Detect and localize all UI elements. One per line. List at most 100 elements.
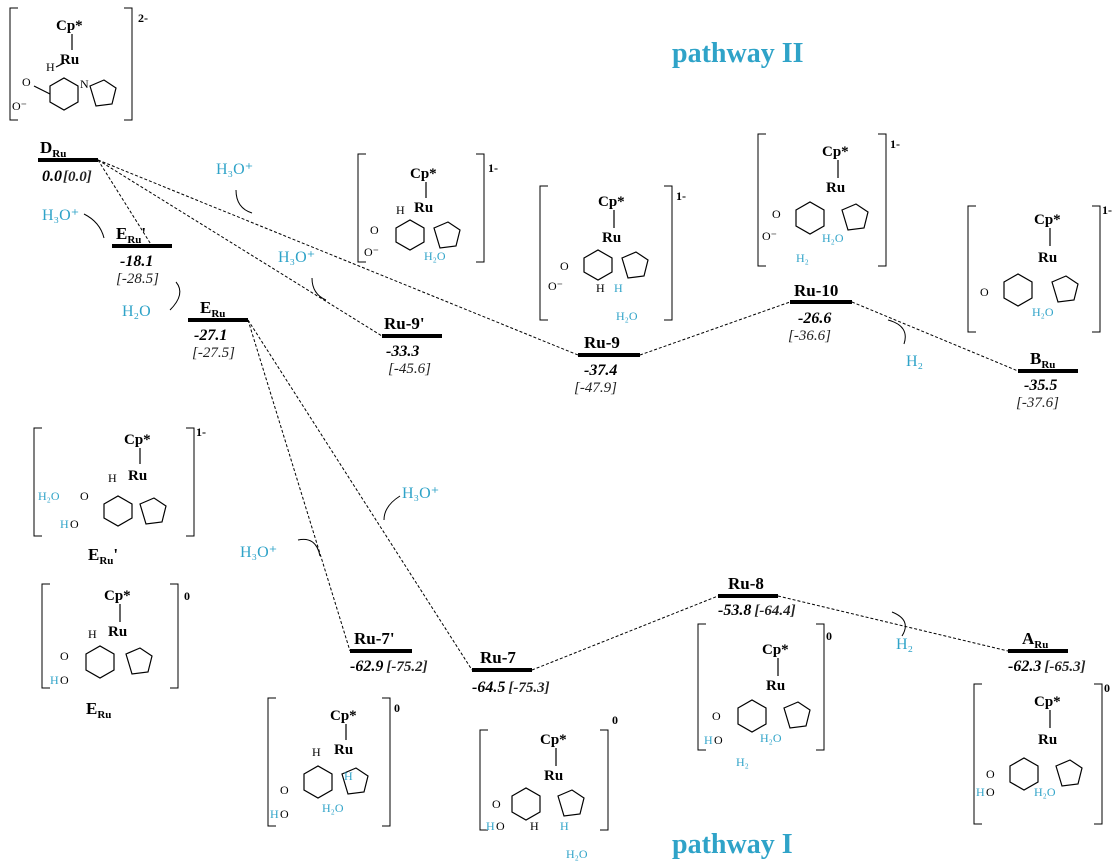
svg-text:H: H	[50, 673, 59, 687]
svg-text:1-: 1-	[196, 425, 206, 439]
svg-text:H: H	[704, 733, 713, 747]
connector-D-R9	[97, 159, 579, 356]
energy-Ep-2: [-28.5]	[116, 271, 159, 287]
pathway-i-title: pathway I	[672, 829, 793, 860]
svg-text:O: O	[980, 285, 989, 299]
svg-text:H: H	[108, 471, 117, 485]
label-R8: Ru-8	[728, 574, 764, 593]
label-D: DRu	[40, 138, 66, 160]
svg-text:Cp*: Cp*	[56, 18, 83, 34]
svg-text:Ru: Ru	[1038, 250, 1057, 266]
svg-text:Ru: Ru	[108, 624, 127, 640]
energy-R10: -26.6	[798, 310, 831, 327]
energy-R9: -37.4	[584, 362, 617, 379]
label-B: BRu	[1030, 349, 1055, 371]
svg-text:H₂: H₂	[736, 755, 749, 769]
svg-text:1-: 1-	[1102, 203, 1112, 217]
svg-text:H: H	[560, 819, 569, 833]
energy-A: -62.3[-65.3]	[1008, 658, 1086, 675]
reagent-h2-1: H₂	[906, 353, 923, 370]
svg-text:Ru: Ru	[414, 200, 433, 216]
svg-text:O: O	[80, 489, 89, 503]
connector-R8-A	[777, 595, 1009, 652]
svg-text:Ru: Ru	[1038, 732, 1057, 748]
energy-R9p-2: [-45.6]	[388, 361, 431, 377]
connector-R9-R10	[639, 301, 791, 356]
svg-text:O: O	[492, 797, 501, 811]
molecule-R8: 0 Cp* Ru O H O H₂O H₂	[697, 623, 832, 769]
reagent-h3o-2: H₃O⁺	[42, 207, 79, 224]
svg-text:O: O	[772, 207, 781, 221]
svg-text:H: H	[396, 203, 405, 217]
svg-text:H: H	[312, 745, 321, 759]
molecule-R7: 0 Cp* Ru O H O H H H₂O	[479, 713, 618, 861]
molecule-D: 2- Cp* Ru H N O O⁻	[9, 7, 148, 121]
caption-Ep: ERu'	[88, 545, 118, 567]
svg-text:O⁻: O⁻	[12, 99, 27, 113]
svg-text:H: H	[344, 769, 353, 783]
svg-text:Ru: Ru	[334, 742, 353, 758]
energy-R9-2: [-47.9]	[574, 380, 617, 396]
svg-text:Cp*: Cp*	[124, 432, 151, 448]
svg-text:1-: 1-	[488, 161, 498, 175]
energy-R7: -64.5[-75.3]	[472, 679, 550, 696]
energy-R10-2: [-36.6]	[788, 328, 831, 344]
reagent-h2o-1: H₂O	[122, 303, 151, 320]
svg-text:H₂O: H₂O	[322, 801, 344, 815]
molecule-R9p: 1- Cp* Ru H O O⁻ H₂O	[357, 153, 498, 263]
svg-text:H₂O: H₂O	[1034, 785, 1056, 799]
svg-text:H: H	[60, 517, 69, 531]
svg-text:0: 0	[612, 713, 618, 727]
svg-text:0: 0	[184, 589, 190, 603]
svg-text:Cp*: Cp*	[762, 642, 789, 658]
molecule-R10: 1- Cp* Ru O O⁻ H₂O H₂	[757, 133, 900, 267]
svg-text:H: H	[596, 281, 605, 295]
arrow-6	[383, 495, 401, 521]
svg-text:N: N	[80, 77, 89, 91]
energy-R8: -53.8[-64.4]	[718, 602, 796, 619]
svg-text:Cp*: Cp*	[822, 144, 849, 160]
svg-text:2-: 2-	[138, 11, 148, 25]
reagent-h3o-1: H₃O⁺	[216, 161, 253, 178]
arrow-3	[169, 281, 181, 311]
connector-D-R9p	[97, 159, 383, 337]
svg-text:H: H	[530, 819, 539, 833]
svg-text:Cp*: Cp*	[598, 194, 625, 210]
energy-Ep: -18.1	[120, 253, 153, 270]
label-R9p: Ru-9'	[384, 314, 425, 333]
svg-text:H₂O: H₂O	[424, 249, 446, 263]
arrow-7	[297, 538, 321, 557]
energy-R7p: -62.9[-75.2]	[350, 658, 428, 675]
caption-E: ERu	[86, 699, 111, 721]
svg-text:O: O	[60, 649, 69, 663]
svg-text:H₂O: H₂O	[760, 731, 782, 745]
svg-text:Cp*: Cp*	[1034, 694, 1061, 710]
svg-text:H₂O: H₂O	[1032, 305, 1054, 319]
label-R7: Ru-7	[480, 648, 516, 667]
svg-text:O: O	[370, 223, 379, 237]
pathway-ii-title: pathway II	[672, 38, 803, 69]
svg-text:Cp*: Cp*	[410, 166, 437, 182]
svg-text:O: O	[714, 733, 723, 747]
svg-text:Ru: Ru	[128, 468, 147, 484]
svg-text:O: O	[986, 785, 995, 799]
label-R7p: Ru-7'	[354, 629, 395, 648]
label-R9: Ru-9	[584, 333, 620, 352]
connector-R7-R8	[531, 595, 719, 671]
svg-text:0: 0	[1104, 681, 1110, 695]
molecule-R9: 1- Cp* Ru O O⁻ H H H₂O	[539, 185, 686, 323]
arrow-4	[311, 277, 327, 301]
svg-text:Cp*: Cp*	[330, 708, 357, 724]
svg-text:O: O	[22, 75, 31, 89]
svg-text:H₂O: H₂O	[566, 847, 588, 861]
svg-text:Cp*: Cp*	[1034, 212, 1061, 228]
svg-text:Ru: Ru	[766, 678, 785, 694]
svg-text:O⁻: O⁻	[762, 229, 777, 243]
svg-text:Ru: Ru	[544, 768, 563, 784]
molecule-Ep: 1- Cp* Ru H O H₂O H O	[33, 425, 206, 537]
svg-text:Ru: Ru	[826, 180, 845, 196]
svg-text:H: H	[88, 627, 97, 641]
molecule-A: 0 Cp* Ru O H O H₂O	[973, 681, 1110, 825]
svg-text:O⁻: O⁻	[548, 279, 563, 293]
